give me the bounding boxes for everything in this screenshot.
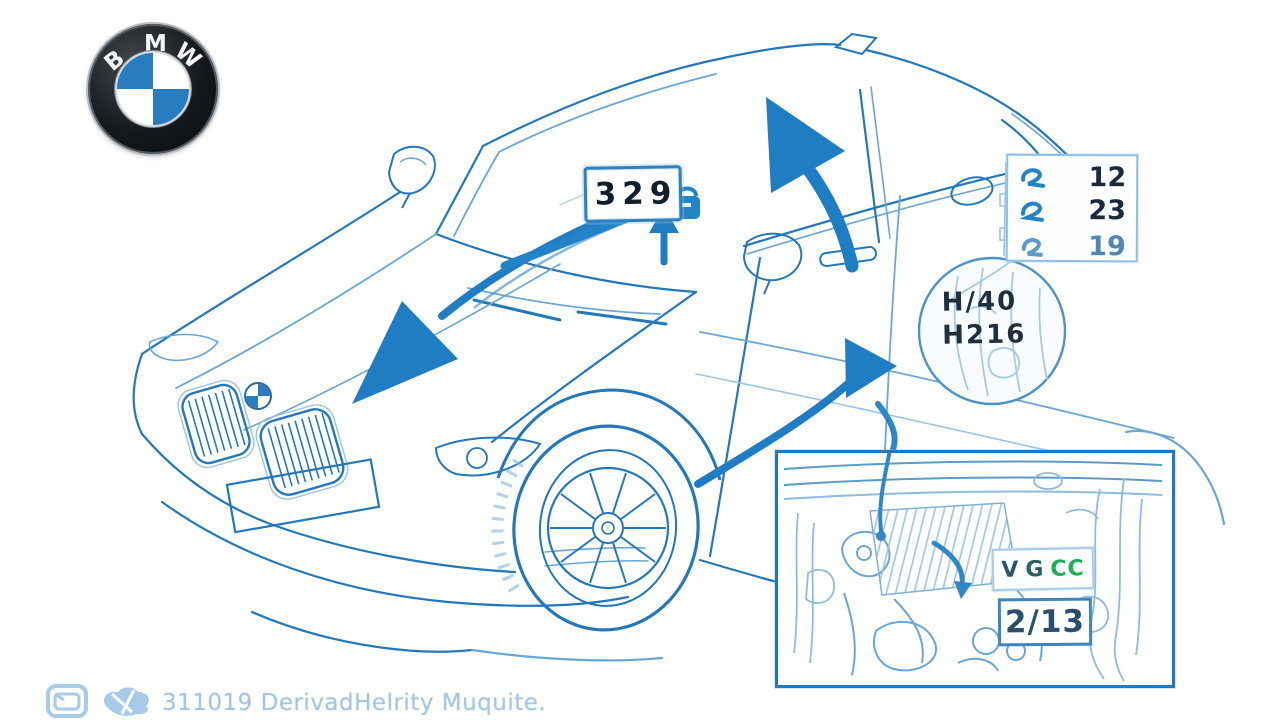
inset-leader-line: [876, 448, 892, 541]
engine-code-label: 2/13: [997, 597, 1093, 647]
mirrors: [387, 145, 803, 295]
table-row: 12: [1020, 161, 1126, 195]
table-row: 19: [1020, 230, 1126, 263]
antenna-fin: [833, 32, 878, 56]
windshield-code-value: 329: [594, 175, 678, 213]
cloud-icon: [103, 687, 149, 716]
magnifier-codes: H/40 H216: [941, 285, 1026, 352]
hood-arrow: [352, 192, 673, 404]
front-wheel: [491, 388, 722, 632]
table-value: 19: [1088, 231, 1126, 263]
parts-code-table: 12 23 19: [1005, 153, 1139, 263]
plate-cc: CC: [1050, 555, 1085, 582]
kidney-grille-left: [177, 379, 255, 469]
windshield-pointer-stroke: [500, 209, 642, 271]
engine-sketch: [783, 448, 1163, 682]
front-fascia: [148, 333, 542, 534]
scribble-icon: [1019, 201, 1044, 222]
scribble-icon: [1021, 167, 1046, 188]
fuel-cap: [950, 176, 994, 206]
table-row: 23: [1019, 194, 1127, 228]
hood-roundel: [244, 382, 272, 410]
windshield-code-label: 329: [583, 165, 683, 223]
window-icon: [46, 684, 88, 718]
plate-v: V: [1001, 556, 1020, 583]
plate-g: G: [1025, 556, 1045, 582]
table-value: 12: [1088, 162, 1127, 194]
scribble-icon: [1021, 237, 1043, 257]
footer-caption: 311019 DerivadHelrity Muquite.: [162, 690, 547, 716]
engine-plate-label: V G CC: [991, 546, 1095, 592]
license-plate: [225, 458, 381, 534]
engine-code-value: 2/13: [1004, 603, 1086, 641]
bmw-roundel: [115, 51, 191, 127]
logo-letter-m: M: [144, 31, 167, 57]
inset-arrow: [931, 540, 972, 599]
magnifier-line2: H216: [942, 319, 1027, 351]
magnifier-line1: H/40: [941, 286, 1018, 318]
engine-bay-inset: [775, 448, 1175, 688]
kidney-grille-right: [255, 404, 349, 500]
headlight: [434, 436, 542, 477]
table-value: 23: [1088, 195, 1127, 227]
door-arc-arrow: [694, 338, 898, 488]
b-pillar-arrow: [766, 97, 859, 273]
bmw-logo: B M W: [88, 24, 218, 154]
